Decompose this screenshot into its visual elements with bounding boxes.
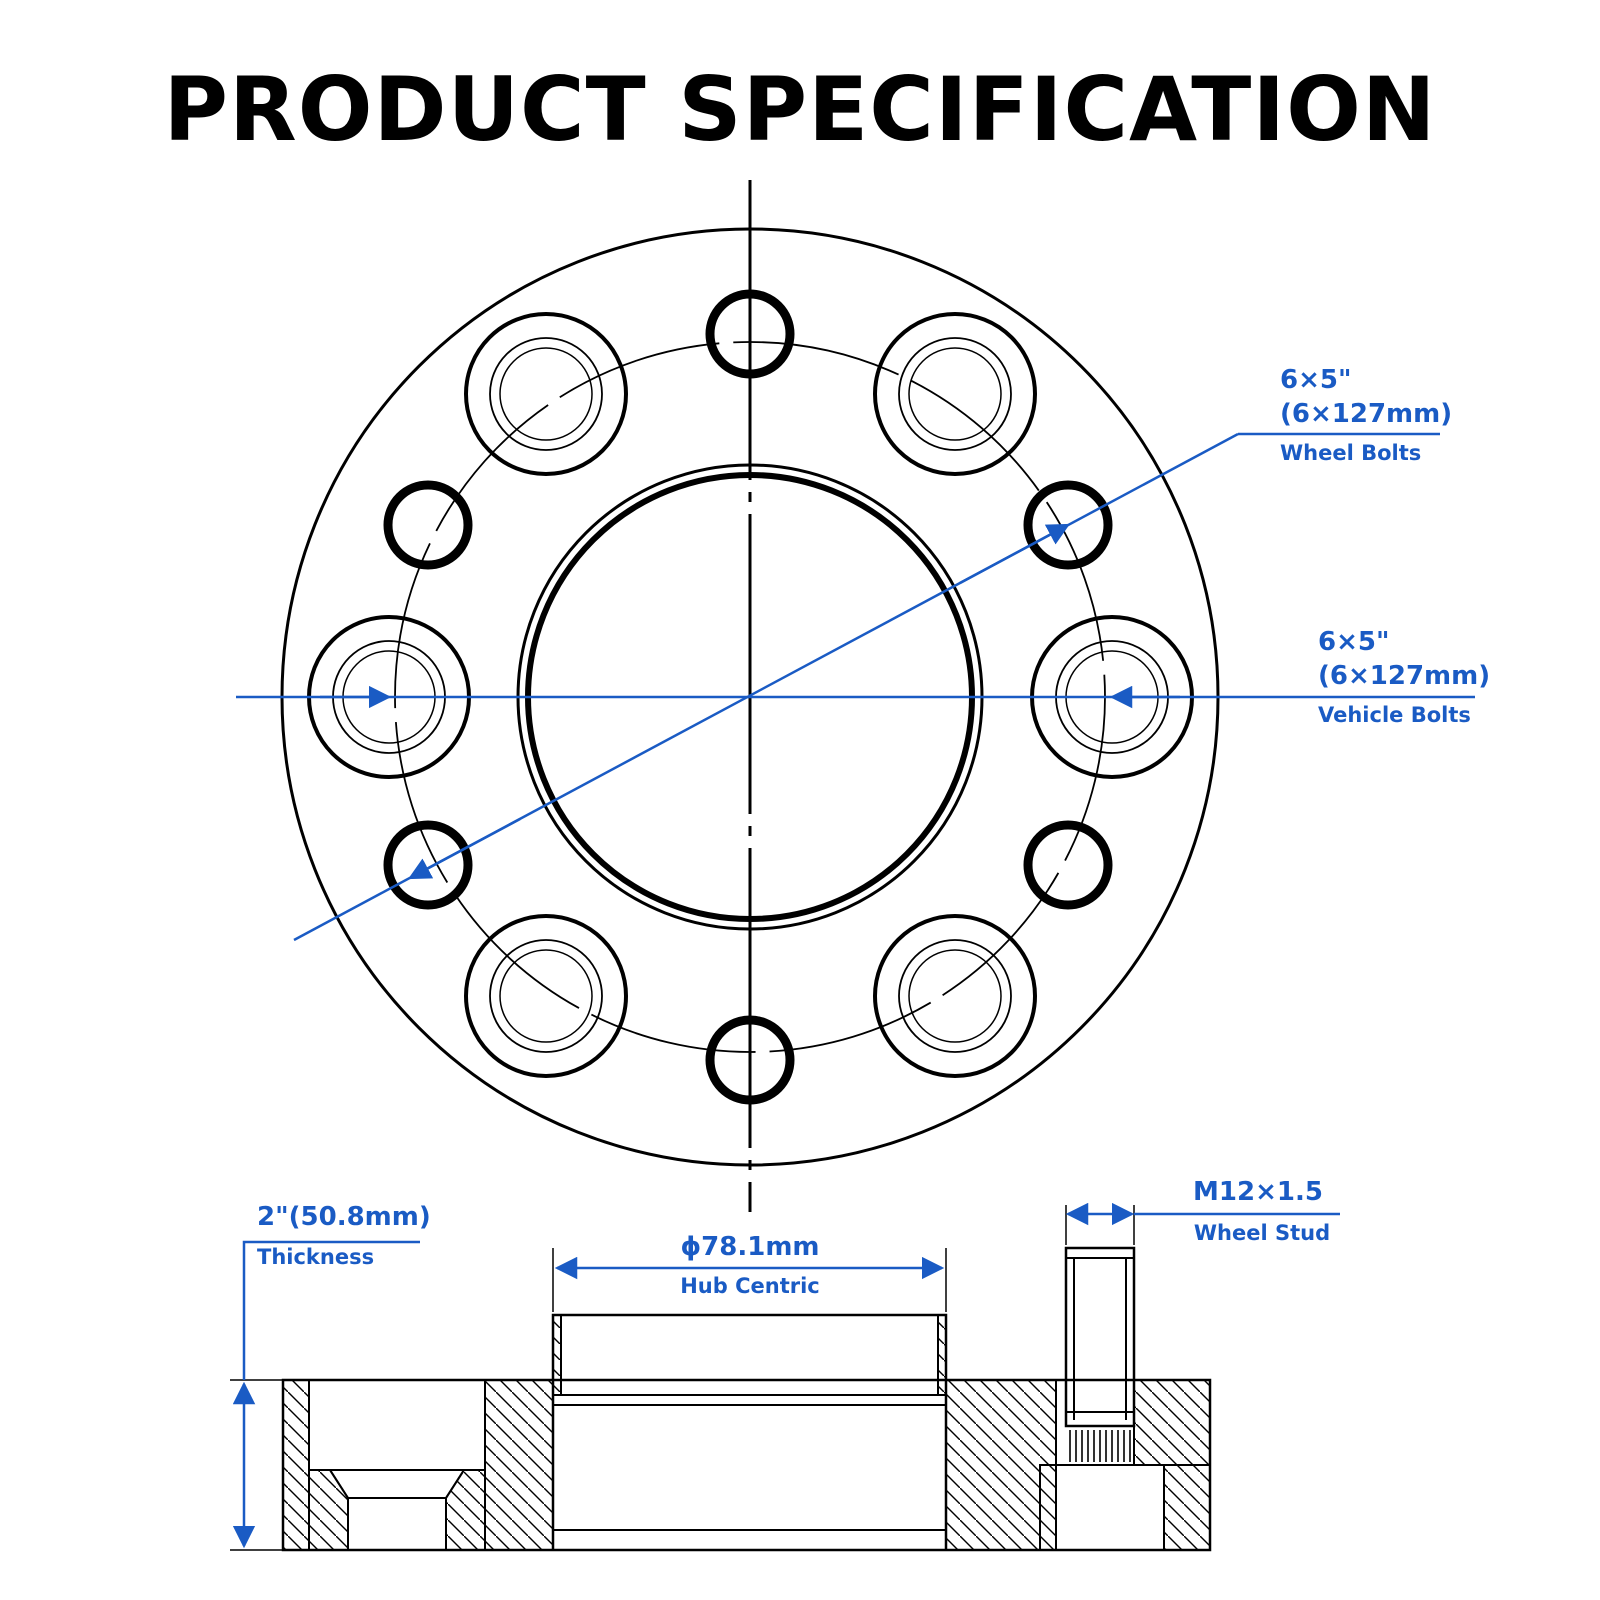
vehicle-bolts-pattern: 6×5" xyxy=(1318,627,1390,657)
vehicle-bolt-hole xyxy=(383,820,473,910)
hatched-section-left-hole-bottom-r xyxy=(445,1469,486,1551)
section-body-outline xyxy=(281,1378,1212,1552)
wheel-stud-hole xyxy=(873,312,1037,476)
wheel-bolts-caption: Wheel Bolts xyxy=(1280,441,1421,465)
vehicle-bolts-caption: Vehicle Bolts xyxy=(1318,703,1471,727)
wheel-bolts-pattern: 6×5" xyxy=(1280,365,1352,395)
vehicle-bolts-metric: (6×127mm) xyxy=(1318,661,1490,691)
hub-centric-value: ϕ78.1mm xyxy=(680,1232,819,1262)
vehicle-bolt-hole xyxy=(1023,820,1113,910)
wheel-stud-caption: Wheel Stud xyxy=(1194,1221,1330,1245)
vehicle-bolt-hole xyxy=(705,1015,795,1105)
vehicle-bolt-hole xyxy=(1023,480,1113,570)
thickness-value: 2"(50.8mm) xyxy=(257,1202,431,1232)
wheel-bolts-metric: (6×127mm) xyxy=(1280,399,1452,429)
thickness-caption: Thickness xyxy=(257,1245,374,1269)
section-view xyxy=(230,1205,1212,1552)
wheel-stud-hole xyxy=(873,914,1037,1078)
wheel-stud-hole xyxy=(464,914,628,1078)
stud-knurl xyxy=(1069,1430,1131,1462)
hub-centric-caption: Hub Centric xyxy=(680,1274,820,1298)
hatched-section-right-outer-low xyxy=(1163,1464,1211,1551)
section-left-hole xyxy=(308,1379,486,1471)
section-dimensions xyxy=(232,1202,1340,1549)
wheel-stud-hole xyxy=(464,312,628,476)
vehicle-bolt-hole xyxy=(705,289,795,379)
hatched-section-right-outer xyxy=(1133,1379,1211,1466)
page-title: PRODUCT SPECIFICATION xyxy=(163,58,1437,161)
top-dimensions xyxy=(236,432,1475,942)
hatched-section-left-outer xyxy=(282,1379,310,1551)
hatched-section-left-hole-bottom xyxy=(308,1469,349,1551)
wheel-stud-value: M12×1.5 xyxy=(1193,1177,1323,1207)
section-stud-hole xyxy=(1055,1379,1135,1466)
vehicle-bolt-hole xyxy=(383,480,473,570)
section-hub-outline xyxy=(551,1313,948,1550)
hatched-section-left-inner xyxy=(484,1379,554,1551)
wheel-stud xyxy=(1064,1246,1136,1428)
